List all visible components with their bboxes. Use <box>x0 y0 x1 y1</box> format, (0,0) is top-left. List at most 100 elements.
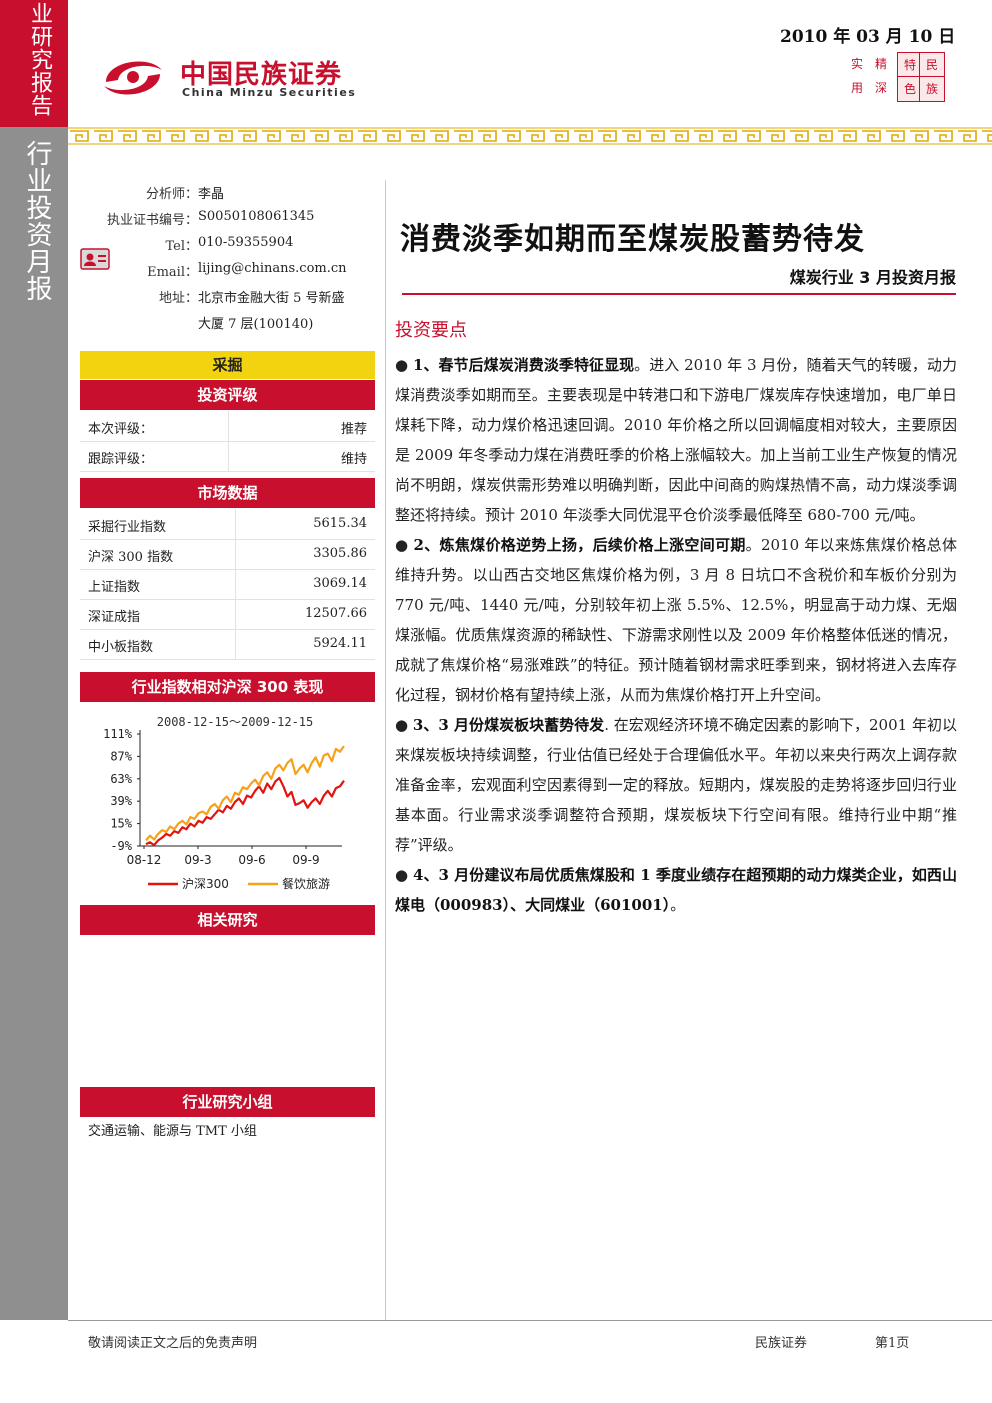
legend-label: 餐饮旅游 <box>282 876 330 891</box>
analyst-row: 大厦 7 层(100140) <box>78 313 347 339</box>
column-divider <box>385 180 386 1320</box>
cell-divider <box>235 509 236 539</box>
logo-chinese-name: 中国民族证券 <box>180 60 343 90</box>
y-tick-label: 111% <box>103 727 133 741</box>
x-tick-label: 08-12 <box>127 853 162 867</box>
analyst-label: 执业证书编号： <box>106 213 198 228</box>
rating-value: 推荐 <box>340 422 367 437</box>
market-label: 深证成指 <box>88 610 141 625</box>
sidebar-red-band <box>0 0 68 127</box>
analyst-value: S0050108061345 <box>198 209 315 224</box>
point-text: . 在宏观经济环境不确定因素的影响下，2001 年初以来煤炭板块持续调整，行业估… <box>395 716 957 854</box>
market-label: 中小板指数 <box>88 640 154 655</box>
chart-title: 2008-12-15～2009-12-15 <box>157 715 314 729</box>
logo-english-name: China Minzu Securities <box>182 86 357 99</box>
cell-divider <box>228 441 229 471</box>
market-row: 深证成指 12507.66 <box>80 599 375 630</box>
x-tick-label: 09-6 <box>238 853 265 867</box>
point-lead: 3、3 月份煤炭板块蓄势待发 <box>412 716 605 734</box>
market-value: 3305.86 <box>313 546 367 561</box>
analyst-value: 大厦 7 层(100140) <box>198 317 314 332</box>
y-tick-label: 15% <box>110 817 132 831</box>
investment-point: ● 4、3 月份建议布局优质焦煤股和 1 季度业绩存在超预期的动力煤类企业，如西… <box>395 860 957 920</box>
point-lead: 1、春节后煤炭消费淡季特征显现 <box>412 356 635 374</box>
series-line-hs300 <box>145 776 345 847</box>
investment-points: ● 1、春节后煤炭消费淡季特征显现。进入 2010 年 3 月份，随着天气的转暖… <box>395 350 957 920</box>
sidebar-gray-band <box>0 127 68 1320</box>
bullet-icon: ● <box>395 716 409 734</box>
market-value: 3069.14 <box>313 576 367 591</box>
cell-divider <box>235 569 236 599</box>
related-research-header: 相关研究 <box>80 905 375 935</box>
point-lead: 4、3 月份建议布局优质焦煤股和 1 季度业绩存在超预期的动力煤类企业，如西山煤… <box>395 866 957 914</box>
company-logo-icon <box>104 61 162 95</box>
investment-point: ● 2、炼焦煤价格逆势上扬，后续价格上涨空间可期。2010 年以来炼焦煤价格总体… <box>395 530 957 710</box>
footer-divider <box>68 1320 992 1321</box>
performance-header: 行业指数相对沪深 300 表现 <box>80 672 375 702</box>
investment-point: ● 1、春节后煤炭消费淡季特征显现。进入 2010 年 3 月份，随着天气的转暖… <box>395 350 957 530</box>
footer-disclaimer[interactable]: 敬请阅读正文之后的免责声明 <box>88 1336 258 1351</box>
title-underline <box>402 293 956 295</box>
point-text: 。进入 2010 年 3 月份，随着天气的转暖，动力煤消费淡季如期而至。主要表现… <box>395 356 957 524</box>
x-tick-label: 09-3 <box>184 853 211 867</box>
market-row: 上证指数 3069.14 <box>80 569 375 600</box>
analyst-row: 地址： 北京市金融大街 5 号新盛 <box>78 287 347 313</box>
y-tick-label: 87% <box>110 749 132 763</box>
seal-char: 民 <box>919 52 945 78</box>
seal-char: 实 <box>850 57 863 71</box>
analyst-row: 分析师： 李晶 <box>78 183 347 209</box>
section-heading: 投资要点 <box>395 320 467 341</box>
y-tick-label: 63% <box>110 772 132 786</box>
rating-label: 本次评级： <box>88 422 154 437</box>
rating-row: 本次评级： 推荐 <box>80 411 375 442</box>
bullet-icon: ● <box>395 356 409 374</box>
point-text: 。 <box>670 896 686 914</box>
seal-char: 深 <box>874 81 887 95</box>
report-category-label: 行业投资月报 <box>22 140 52 302</box>
market-value: 5924.11 <box>313 636 367 651</box>
market-row: 采掘行业指数 5615.34 <box>80 509 375 540</box>
report-subtitle: 煤炭行业 3 月投资月报 <box>789 268 956 287</box>
seal-char: 族 <box>919 76 945 102</box>
analyst-value: 北京市金融大街 5 号新盛 <box>198 291 345 306</box>
footer-page-number: 第1页 <box>875 1336 910 1351</box>
market-label: 上证指数 <box>88 580 141 595</box>
decorative-border <box>68 127 992 145</box>
performance-chart: 2008-12-15～2009-12-15 111% 87% 63% 39% 15% -9%… <box>103 715 345 891</box>
report-title: 消费淡季如期而至煤炭股蓄势待发 <box>400 222 865 257</box>
analyst-label: Tel： <box>165 239 198 254</box>
analyst-row: 执业证书编号： S0050108061345 <box>78 209 347 235</box>
analyst-value: 010-59355904 <box>198 235 294 250</box>
market-row: 中小板指数 5924.11 <box>80 629 375 660</box>
sector-header: 采掘 <box>80 351 375 379</box>
report-date: 2010 年 03 月 10 日 <box>780 27 956 47</box>
market-row: 沪深 300 指数 3305.86 <box>80 539 375 570</box>
y-tick-label: -9% <box>110 839 132 853</box>
x-tick-label: 09-9 <box>292 853 319 867</box>
y-tick-label: 39% <box>110 794 132 808</box>
cell-divider <box>228 411 229 441</box>
analyst-email[interactable]: lijing@chinans.com.cn <box>198 261 347 276</box>
legend-label: 沪深300 <box>182 877 229 891</box>
analyst-info: 分析师： 李晶 执业证书编号： S0050108061345 Tel： 010-… <box>78 183 347 339</box>
seal-stamp: 实 精 特 民 用 深 色 族 <box>843 50 945 102</box>
bullet-icon: ● <box>395 866 409 884</box>
seal-char: 精 <box>874 57 887 71</box>
cell-divider <box>235 629 236 659</box>
series-line-catering <box>145 745 345 842</box>
cell-divider <box>235 539 236 569</box>
footer-company: 民族证券 <box>755 1336 808 1351</box>
research-group-text: 交通运输、能源与 TMT 小组 <box>88 1124 257 1139</box>
market-label: 采掘行业指数 <box>88 520 167 535</box>
research-group-header: 行业研究小组 <box>80 1087 375 1117</box>
report-type-label: 业研究报告 <box>27 2 52 117</box>
analyst-row: Tel： 010-59355904 <box>78 235 347 261</box>
point-lead: 2、炼焦煤价格逆势上扬，后续价格上涨空间可期 <box>413 536 746 554</box>
analyst-label: 地址： <box>158 291 198 306</box>
market-header: 市场数据 <box>80 478 375 508</box>
seal-char: 色 <box>897 76 923 102</box>
analyst-label <box>78 313 198 339</box>
market-value: 12507.66 <box>304 606 367 621</box>
rating-value: 维持 <box>340 452 367 467</box>
cell-divider <box>235 599 236 629</box>
